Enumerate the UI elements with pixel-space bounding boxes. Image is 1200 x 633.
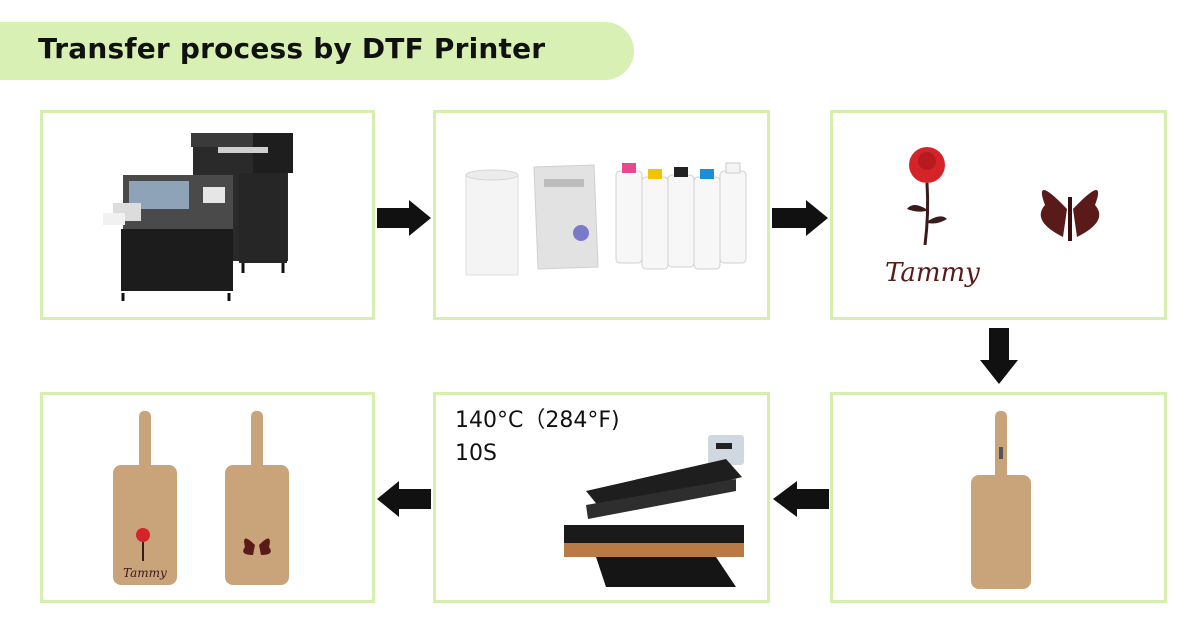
arrow-right-icon <box>772 200 828 236</box>
arrow-left-icon <box>773 481 829 517</box>
rose-butterfly-design-icon: Tammy <box>885 147 1100 288</box>
press-temperature: 140°C（284°F) <box>455 408 620 433</box>
step-finished-tags: Tammy <box>40 392 375 603</box>
design-text: Tammy <box>123 566 167 580</box>
press-time: 10S <box>455 441 497 466</box>
step-heat-press: 140°C（284°F) 10S <box>433 392 770 603</box>
finished-cork-tags-icon: Tammy <box>113 411 289 585</box>
page-title: Transfer process by DTF Printer <box>38 32 546 65</box>
step-printed-design: Tammy <box>830 110 1167 320</box>
heat-press-icon <box>564 435 744 587</box>
film-powder-ink-icon <box>465 162 747 276</box>
dtf-printer-icon <box>103 133 293 301</box>
press-settings: 140°C（284°F) 10S <box>455 404 620 470</box>
arrow-right-icon <box>377 200 431 236</box>
step-consumables <box>433 110 770 320</box>
step-printer <box>40 110 375 320</box>
arrow-down-icon <box>980 328 1018 384</box>
arrow-left-icon <box>377 481 431 517</box>
title-banner <box>0 22 634 80</box>
step-blank-tag <box>830 392 1167 603</box>
blank-cork-luggage-tag-icon <box>971 411 1031 589</box>
design-text: Tammy <box>885 258 980 288</box>
